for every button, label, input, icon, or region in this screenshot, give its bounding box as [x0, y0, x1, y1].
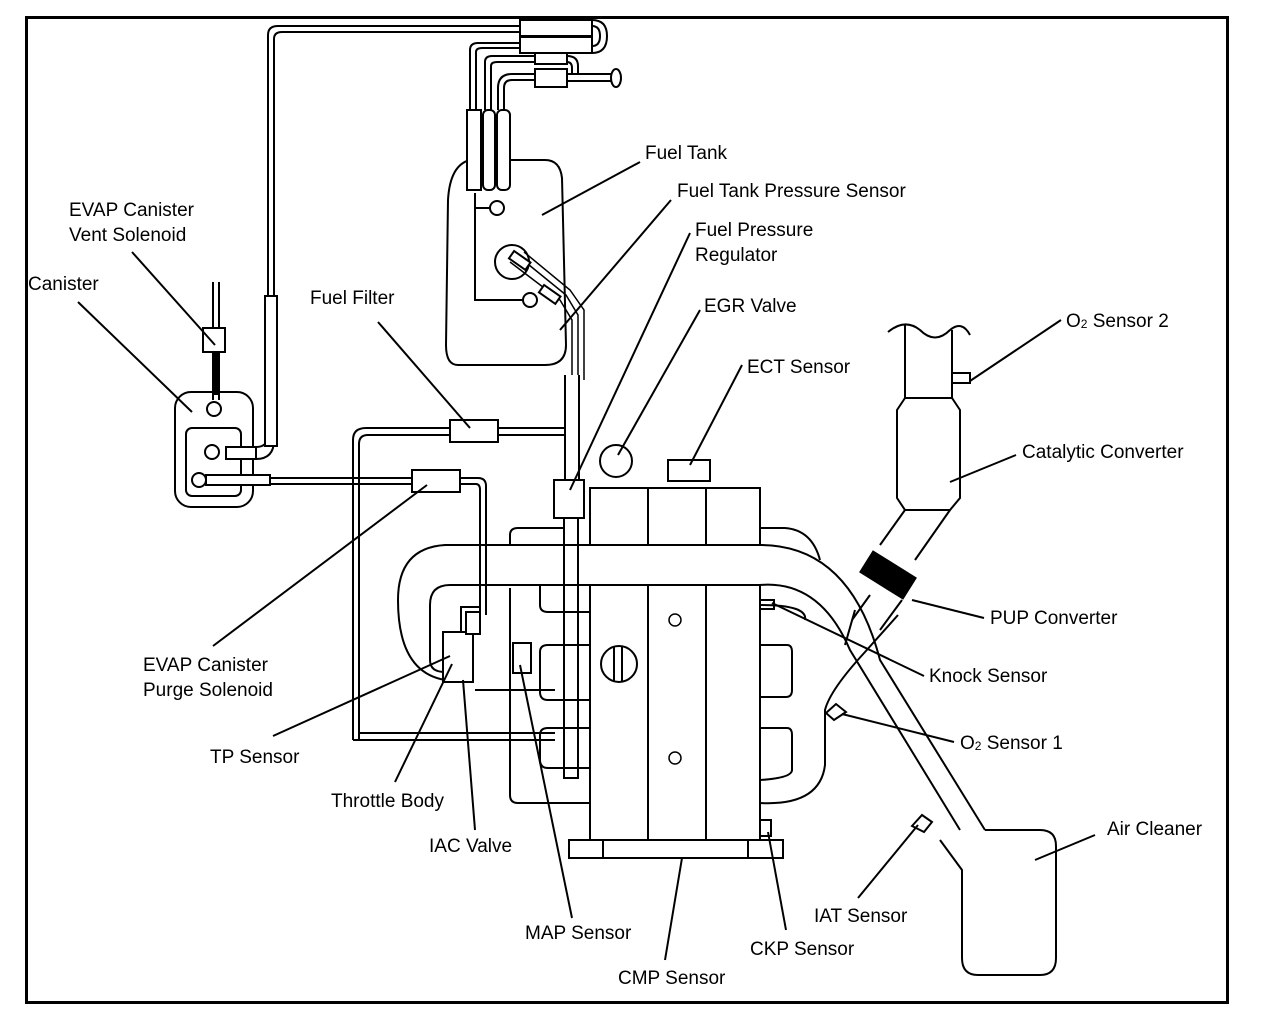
label-fuel-tank: Fuel Tank: [645, 143, 728, 164]
label-evap-vent-line1: EVAP Canister: [69, 200, 194, 221]
label-evap-purge-solenoid: EVAP Canister Purge Solenoid: [143, 653, 273, 703]
o2-2-sub: 2: [1080, 317, 1088, 331]
egr-valve: [599, 444, 633, 478]
label-fuel-filter: Fuel Filter: [310, 288, 395, 309]
label-map-sensor: MAP Sensor: [525, 923, 632, 944]
tank-port-lower: [522, 292, 538, 308]
label-evap-vent-line2: Vent Solenoid: [69, 225, 187, 246]
label-tp-sensor: TP Sensor: [210, 747, 300, 768]
ckp-sensor: [759, 819, 772, 837]
canister: [174, 282, 278, 508]
map-sensor: [512, 642, 532, 674]
label-fuel-tank-pressure-sensor: Fuel Tank Pressure Sensor: [677, 181, 906, 202]
engine: [509, 444, 899, 859]
tank-hoses: [267, 19, 622, 300]
label-knock-sensor: Knock Sensor: [929, 666, 1048, 687]
fuel-tank: [444, 159, 585, 380]
label-o2-sensor-2: O2 Sensor 2: [1066, 309, 1169, 336]
o2-1-sub: 2: [974, 739, 982, 753]
label-evap-purge-line2: Purge Solenoid: [143, 680, 273, 701]
evap-vent-solenoid: [202, 327, 226, 353]
label-throttle-body: Throttle Body: [331, 791, 444, 812]
catalytic-converter: [896, 397, 961, 511]
fuel-filter: [449, 419, 499, 443]
label-canister: Canister: [28, 274, 99, 295]
label-ckp-sensor: CKP Sensor: [750, 939, 855, 960]
label-cmp-sensor: CMP Sensor: [618, 968, 726, 989]
label-evap-purge-line1: EVAP Canister: [143, 655, 268, 676]
diagram-frame: [25, 16, 1229, 1004]
leader-lines: [77, 161, 1096, 961]
label-pup-converter: PUP Converter: [990, 608, 1118, 629]
air-cleaner: [939, 829, 1057, 976]
label-catalytic-converter: Catalytic Converter: [1022, 442, 1184, 463]
label-evap-vent-solenoid: EVAP Canister Vent Solenoid: [69, 198, 194, 248]
o2-2-prefix: O: [1066, 311, 1081, 332]
o2-sensor-1: [824, 702, 848, 722]
o2-1-suffix: Sensor 1: [981, 733, 1063, 754]
cmp-ckp-base: [568, 839, 784, 859]
tank-port-upper: [489, 200, 505, 216]
label-egr-valve: EGR Valve: [704, 296, 797, 317]
pup-converter: [859, 550, 917, 600]
label-air-cleaner: Air Cleaner: [1107, 819, 1203, 840]
o2-sensor-2: [951, 372, 971, 384]
iac-valve: [465, 611, 481, 635]
ect-sensor: [667, 459, 711, 482]
exhaust-system: [851, 323, 971, 631]
evap-purge-solenoid: [411, 469, 461, 493]
label-iac-valve: IAC Valve: [429, 836, 513, 857]
o2-2-suffix: Sensor 2: [1087, 311, 1169, 332]
o2-1-prefix: O: [960, 733, 975, 754]
filler-cap: [610, 68, 622, 88]
label-ect-sensor: ECT Sensor: [747, 357, 851, 378]
label-o2-sensor-1: O2 Sensor 1: [960, 731, 1063, 758]
fuel-lines: [270, 375, 585, 779]
label-iat-sensor: IAT Sensor: [814, 906, 908, 927]
label-fpr-line1: Fuel Pressure: [695, 220, 814, 241]
label-fuel-pressure-regulator: Fuel Pressure Regulator: [695, 218, 813, 268]
fuel-pressure-regulator: [553, 479, 585, 519]
label-fpr-line2: Regulator: [695, 245, 778, 266]
